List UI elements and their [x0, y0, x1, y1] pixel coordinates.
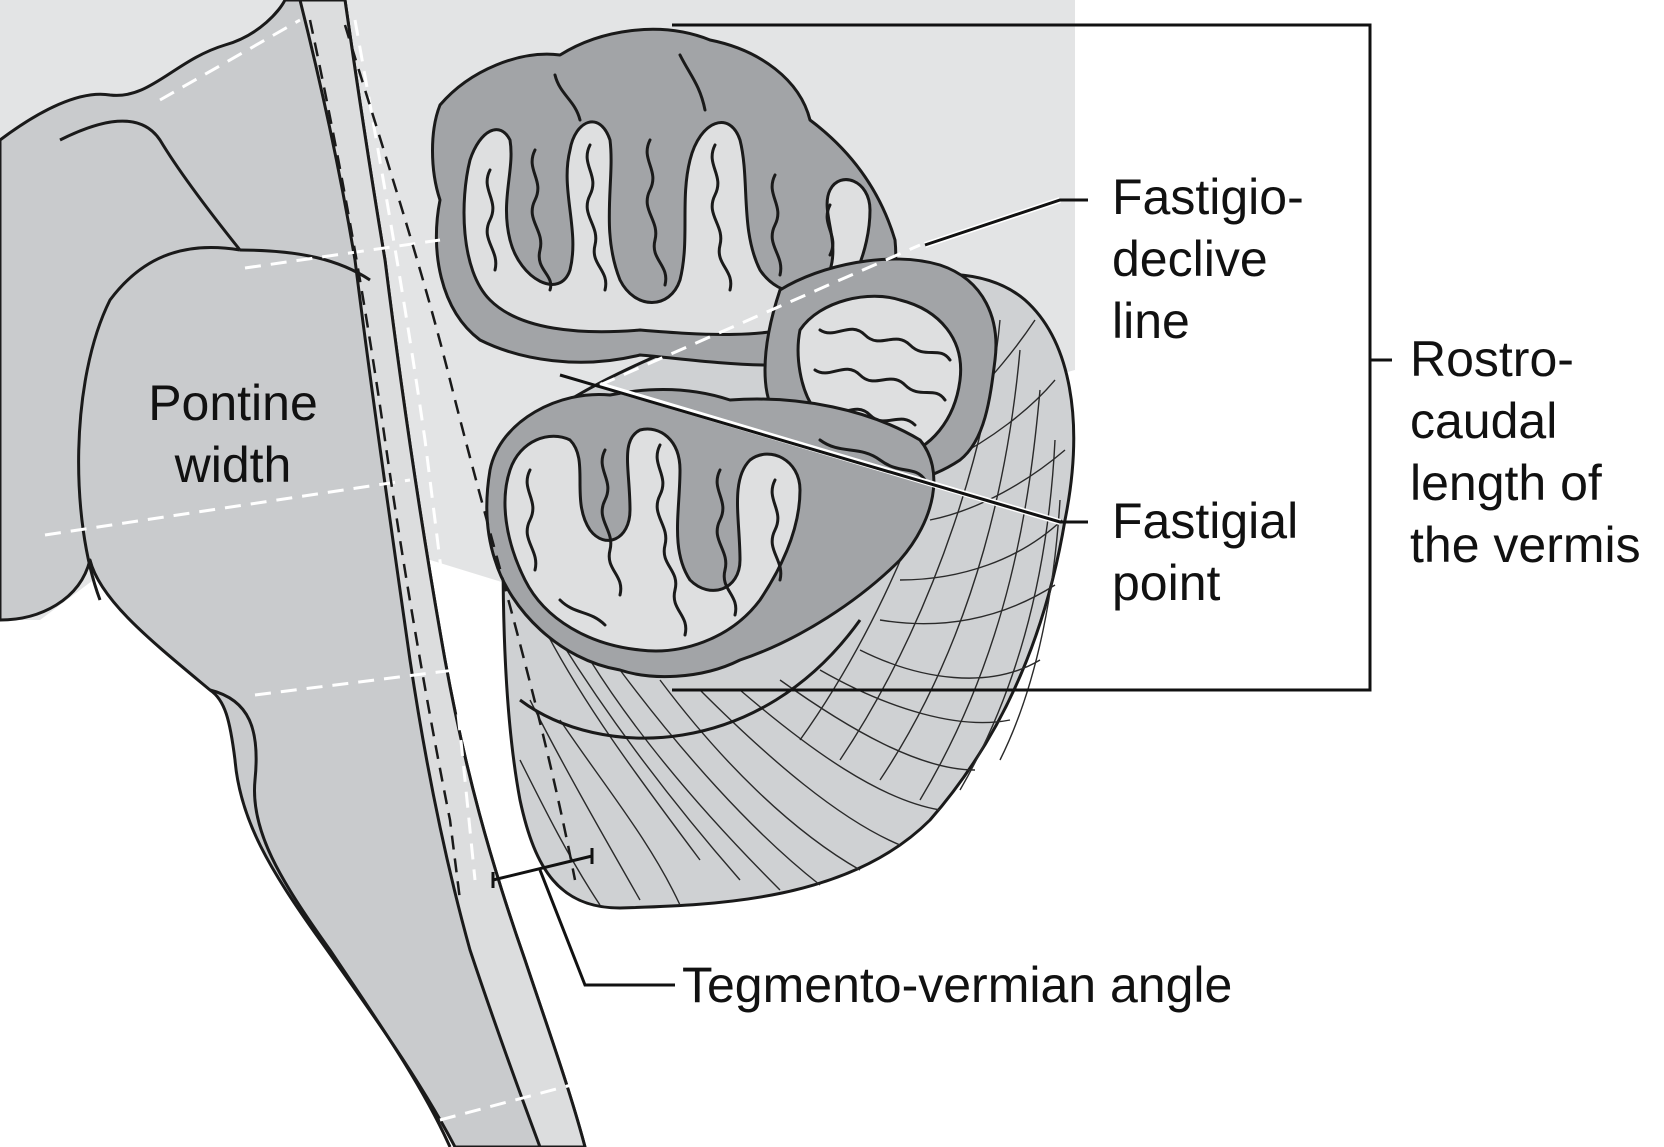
- tegmento-vermian-angle-marker: [491, 848, 594, 888]
- svg-text:Pontine: Pontine: [148, 375, 318, 431]
- pontine-width-dashed-line-4: [254, 663, 496, 697]
- lower-vermis-lobe: [485, 388, 936, 679]
- label-tegmento-vermian-angle: Tegmento-vermian angle: [682, 957, 1232, 1013]
- rostrocaudal-bracket: [672, 23, 1372, 692]
- brainstem: [0, 0, 587, 1147]
- svg-text:Fastigial: Fastigial: [1112, 493, 1298, 549]
- fastigio-declive-line-dashed: [599, 243, 921, 387]
- label-pontine-width: Pontine width: [148, 375, 318, 493]
- vermian-axis-dashed-line: [343, 24, 577, 881]
- pontine-width-dashed-line-1: [159, 18, 301, 102]
- leader-lines: [538, 23, 1392, 987]
- label-fastigio-declive-line: Fastigio- declive line: [1112, 169, 1304, 349]
- brainstem-axis-dashed-line: [353, 19, 477, 881]
- hemisphere-striations: [519, 299, 1066, 906]
- svg-text:line: line: [1112, 293, 1190, 349]
- label-rostrocaudal-length: Rostro- caudal length of the vermis: [1410, 331, 1641, 573]
- svg-text:caudal: caudal: [1410, 393, 1557, 449]
- tegmento-vermian-leader: [538, 869, 675, 987]
- tegmental-axis-dashed-line: [308, 19, 462, 901]
- svg-text:the vermis: the vermis: [1410, 517, 1641, 573]
- fastigial-point-leader: [559, 373, 1088, 524]
- svg-text:Fastigio-: Fastigio-: [1112, 169, 1304, 225]
- svg-text:width: width: [174, 437, 292, 493]
- dashed-measurement-lines: [44, 18, 921, 1122]
- svg-text:declive: declive: [1112, 231, 1268, 287]
- svg-text:length of: length of: [1410, 455, 1602, 511]
- pontine-width-dashed-line-3: [44, 478, 411, 537]
- label-fastigial-point: Fastigial point: [1112, 493, 1298, 611]
- svg-text:point: point: [1112, 555, 1221, 611]
- svg-text:Rostro-: Rostro-: [1410, 331, 1574, 387]
- pontine-width-dashed-line-2: [244, 238, 441, 270]
- fastigio-declive-leader: [924, 198, 1088, 247]
- upper-vermis-lobe: [431, 27, 898, 367]
